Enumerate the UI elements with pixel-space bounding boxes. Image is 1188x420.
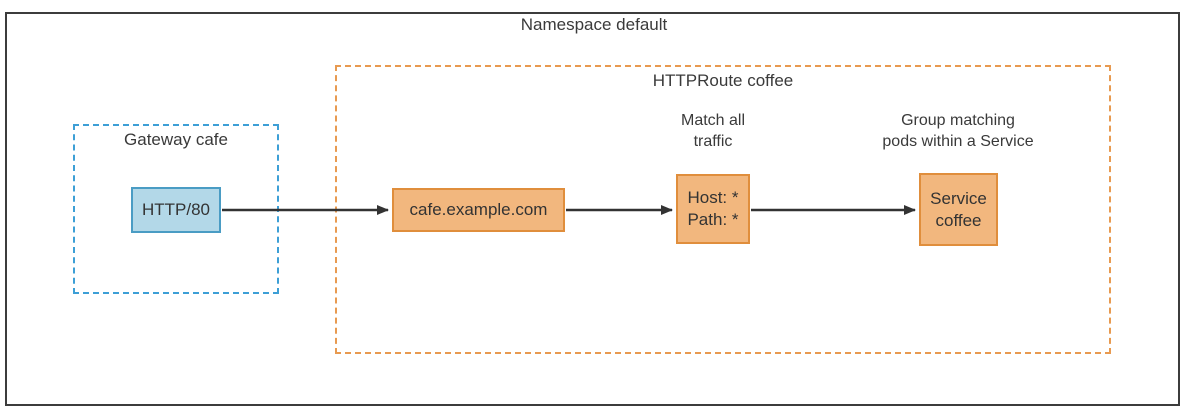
gateway-group-label: Gateway cafe xyxy=(124,130,228,149)
gateway-listener-label: HTTP/80 xyxy=(141,200,211,219)
match-annotation-line2: traffic xyxy=(693,133,733,150)
match-path-rule: Path: * xyxy=(687,210,739,229)
match-node: Host: * Path: * xyxy=(676,174,750,244)
hostname-node: cafe.example.com xyxy=(392,188,565,232)
gateway-listener-node: HTTP/80 xyxy=(131,187,221,233)
service-annotation-line1: Group matching xyxy=(901,112,1015,129)
service-annotation: Group matching pods within a Service xyxy=(848,110,1068,152)
namespace-title: Namespace default xyxy=(520,15,668,34)
httproute-group-label: HTTPRoute coffee xyxy=(652,71,794,90)
service-annotation-line2: pods within a Service xyxy=(882,133,1034,150)
service-node-line1: Service xyxy=(930,188,987,208)
match-annotation: Match all traffic xyxy=(633,110,793,152)
match-annotation-line1: Match all xyxy=(680,112,746,129)
match-host-rule: Host: * xyxy=(687,188,739,207)
service-node-line2: coffee xyxy=(935,210,982,230)
service-node: Service coffee xyxy=(919,173,998,246)
hostname-label: cafe.example.com xyxy=(409,200,548,219)
